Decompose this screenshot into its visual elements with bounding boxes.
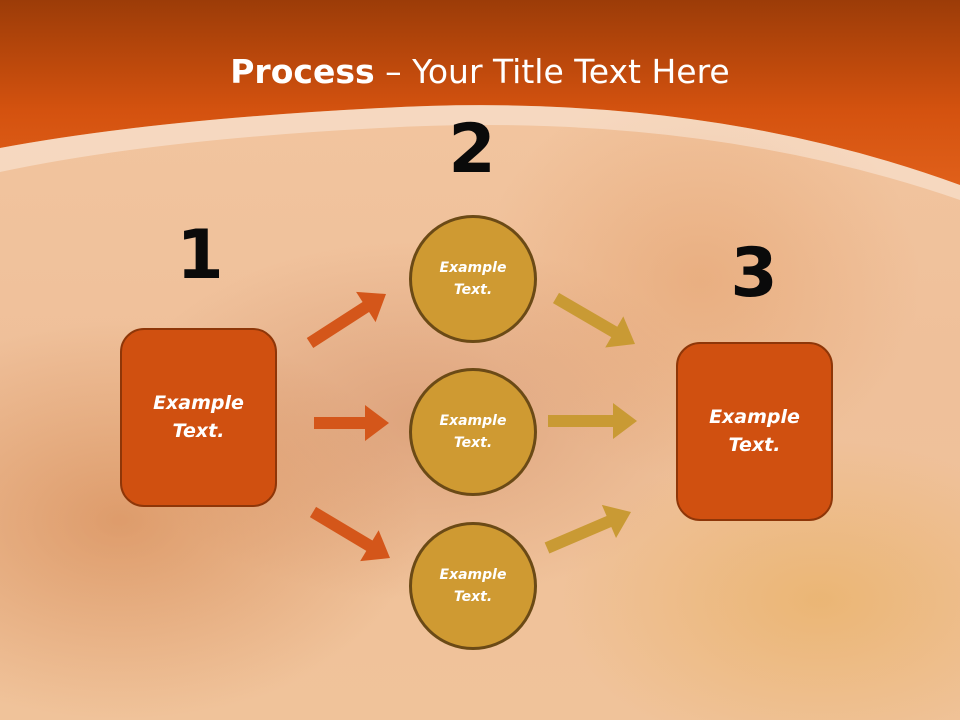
step-number-3: 3 — [730, 234, 778, 313]
circle-2-label: Example Text. — [439, 412, 507, 451]
step-3-box: Example Text. — [676, 342, 833, 521]
step-number-1: 1 — [176, 216, 224, 295]
step-2-circle-2: Example Text. — [409, 368, 537, 496]
arrow-to-circle-3 — [309, 506, 390, 562]
title-bold: Process — [230, 52, 375, 91]
step-1-box: Example Text. — [120, 328, 277, 507]
step-2-circle-1: Example Text. — [409, 215, 537, 343]
title-rest: – Your Title Text Here — [374, 52, 730, 91]
header-band — [0, 0, 960, 200]
arrow-to-circle-1 — [306, 291, 386, 349]
step-2-circle-3: Example Text. — [409, 522, 537, 650]
arrow-from-circle-2 — [548, 403, 637, 439]
step-number-2: 2 — [448, 110, 496, 189]
arrow-to-circle-2 — [314, 405, 389, 441]
circle-1-label: Example Text. — [439, 259, 507, 298]
arrow-from-circle-3 — [544, 504, 631, 554]
step-3-label: Example Text. — [709, 405, 800, 456]
slide-title: Process – Your Title Text Here — [0, 52, 960, 91]
arrow-from-circle-1 — [552, 292, 635, 348]
circle-3-label: Example Text. — [439, 566, 507, 605]
step-1-label: Example Text. — [153, 391, 244, 442]
